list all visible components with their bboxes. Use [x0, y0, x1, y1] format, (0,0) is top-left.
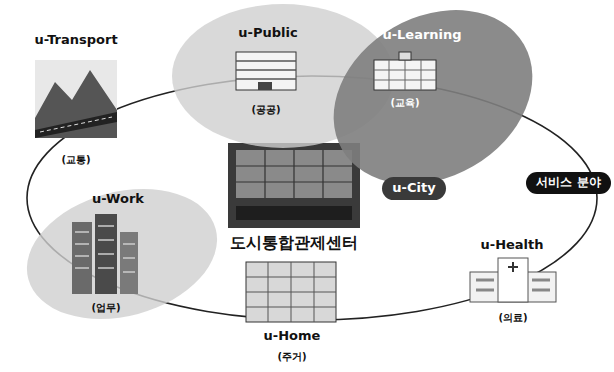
transport-picture: [35, 60, 117, 138]
control-center-photo: [228, 143, 360, 228]
blob-icon: [72, 214, 138, 294]
service-caption: (업무): [91, 302, 120, 314]
service-area-blob: u-Learning (교육): [318, 2, 548, 192]
badge-text: u-City: [392, 181, 435, 196]
service-name: u-Learning: [382, 28, 461, 43]
service-name: u-Work: [92, 192, 144, 207]
service-name: u-Transport: [34, 33, 117, 48]
blob-fill: [22, 183, 222, 325]
transport-road: [35, 112, 117, 138]
school-clock-tower: [399, 52, 411, 60]
transport-sky: [35, 60, 117, 138]
service-caption: (의료): [498, 312, 527, 324]
school-building: [374, 60, 436, 90]
hospital-windows: [476, 280, 550, 290]
school-windows: [374, 60, 436, 90]
service-caption: (교육): [390, 97, 419, 109]
badge-text: 서비스 분야: [536, 176, 600, 190]
control-room: [228, 143, 360, 228]
hospital-picture: [470, 258, 556, 302]
apartment-block: [246, 262, 336, 322]
blob-icon: [236, 52, 296, 90]
service-name: u-Public: [238, 26, 297, 41]
transport-lane: [40, 117, 112, 132]
service-name: u-Home: [264, 329, 321, 344]
service-badge: 서비스 분야: [526, 172, 611, 194]
hospital-tower: [498, 258, 528, 302]
blob-fill: [318, 2, 548, 192]
public-building-door: [258, 82, 272, 90]
service-caption: (교통): [61, 154, 90, 166]
video-wall-grid: [236, 150, 352, 198]
service-caption: (공공): [251, 104, 280, 116]
public-building: [236, 52, 296, 90]
public-building-floors: [236, 61, 296, 79]
video-wall: [236, 150, 352, 198]
service-area-blob: u-Work (업무): [22, 183, 222, 325]
blob-icon: [374, 52, 436, 90]
hospital-cross: [508, 262, 518, 272]
office-windows: [75, 226, 135, 272]
office-tower: [120, 232, 138, 294]
apartment-grid: [246, 262, 336, 322]
city-badge: u-City: [382, 177, 446, 200]
home-picture: [246, 262, 336, 322]
service-name: u-Health: [480, 238, 543, 253]
control-desk: [236, 206, 352, 220]
service-caption: (주거): [277, 351, 306, 363]
transport-mountain: [35, 70, 117, 138]
center-name: 도시통합관제센터: [230, 234, 358, 252]
office-tower: [72, 222, 92, 294]
